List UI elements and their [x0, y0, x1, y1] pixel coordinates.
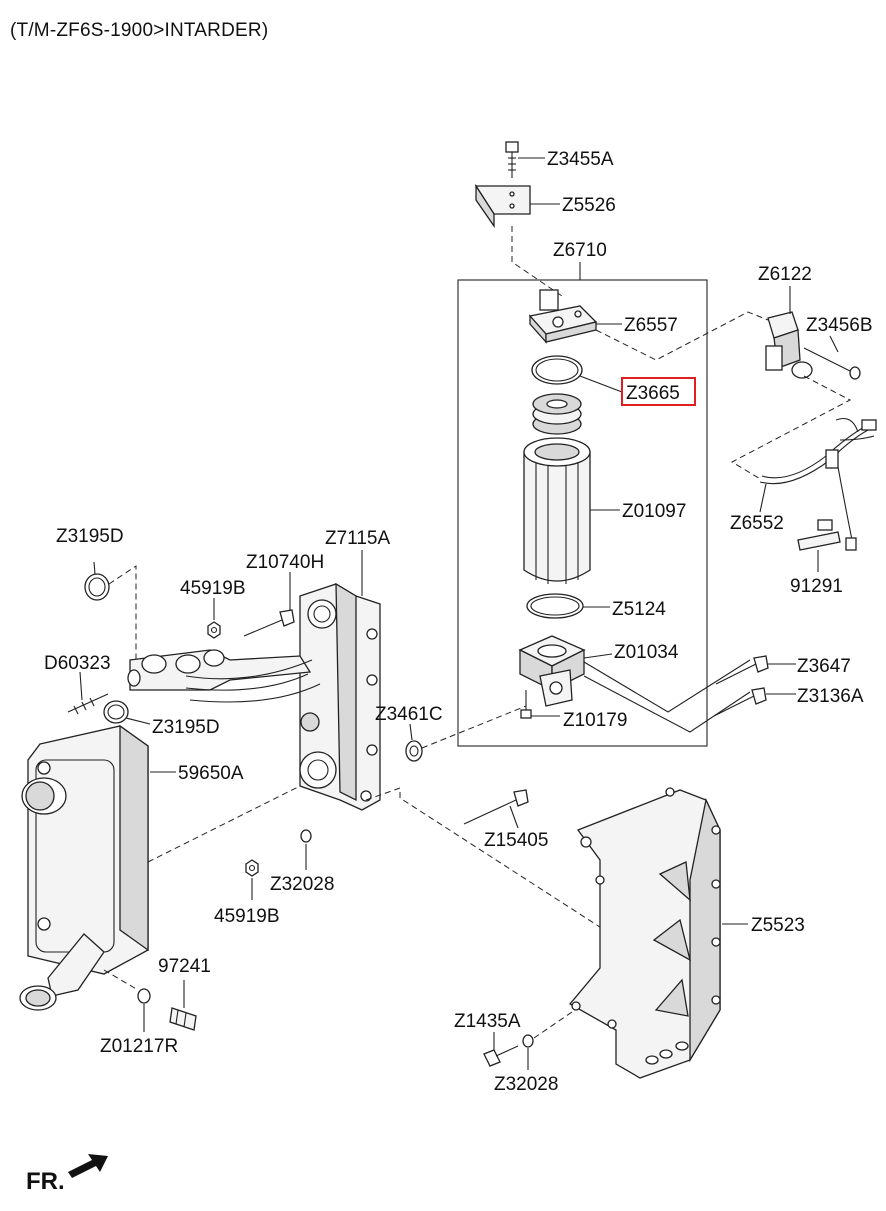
- dash-washer-housing: [421, 705, 527, 749]
- leader-z3665: [579, 375, 623, 393]
- label-45919b-bottom[interactable]: 45919B: [214, 906, 280, 927]
- oil-cooler-59650a-part[interactable]: [19, 724, 149, 1011]
- bolt-z3136a-part[interactable]: [713, 687, 767, 717]
- label-45919b-top[interactable]: 45919B: [180, 578, 246, 599]
- label-z5124[interactable]: Z5124: [612, 599, 666, 620]
- solenoid-z6122-part[interactable]: [765, 311, 813, 379]
- leader-z3195d-bottom: [125, 717, 151, 725]
- leader-d60323: [79, 671, 83, 701]
- label-z10740h[interactable]: Z10740H: [246, 552, 324, 573]
- bolt-z1435a-part[interactable]: [483, 1045, 519, 1067]
- assembly-box: [457, 279, 708, 747]
- label-z5523[interactable]: Z5523: [751, 915, 805, 936]
- washer-z32028-bottom-part[interactable]: [522, 1034, 534, 1048]
- stud-d60323-part[interactable]: [67, 693, 109, 715]
- label-91291[interactable]: 91291: [790, 576, 843, 597]
- dash-z3195d-top: [108, 565, 137, 688]
- label-z3665[interactable]: Z3665: [626, 383, 680, 404]
- bolt-z3456b-part[interactable]: [803, 347, 861, 380]
- label-z3195d-bottom[interactable]: Z3195D: [152, 717, 220, 738]
- label-z6710[interactable]: Z6710: [553, 240, 607, 261]
- bolt-z3455a-part[interactable]: [505, 141, 519, 178]
- clip-91291-part[interactable]: [797, 519, 841, 551]
- label-z01034[interactable]: Z01034: [614, 642, 679, 663]
- label-z3647[interactable]: Z3647: [797, 656, 851, 677]
- bolt-z10740h-part[interactable]: [243, 609, 295, 637]
- oring-z3665-part[interactable]: [531, 355, 583, 385]
- dash-bracket-panel: [365, 787, 621, 941]
- label-z3136a[interactable]: Z3136A: [797, 686, 864, 707]
- sensor-97241-part[interactable]: [169, 1007, 197, 1031]
- label-z1435a[interactable]: Z1435A: [454, 1011, 521, 1032]
- filter-z01097-part[interactable]: [523, 437, 591, 584]
- pipe-manifold-part[interactable]: [127, 649, 321, 703]
- washer-z3461c-part[interactable]: [405, 740, 423, 762]
- piston-spacer-part[interactable]: [532, 393, 582, 435]
- label-z3195d-top[interactable]: Z3195D: [56, 526, 124, 547]
- label-z3456b[interactable]: Z3456B: [806, 315, 873, 336]
- oring-z3195d-bottom-part[interactable]: [103, 700, 129, 724]
- bracket-z7115a-part[interactable]: [299, 582, 381, 811]
- front-arrow-icon: [68, 1154, 108, 1178]
- label-z01217r[interactable]: Z01217R: [100, 1036, 178, 1057]
- label-97241[interactable]: 97241: [158, 956, 211, 977]
- oring-z5124-part[interactable]: [526, 593, 584, 619]
- dash-cooler-bracket: [147, 785, 301, 863]
- label-z01097[interactable]: Z01097: [622, 501, 686, 522]
- panel-z5523-part[interactable]: [569, 787, 721, 1079]
- leader-z3461c: [409, 723, 413, 741]
- leader-z3456b: [829, 335, 839, 353]
- label-z15405[interactable]: Z15405: [484, 830, 548, 851]
- label-z6557[interactable]: Z6557: [624, 315, 678, 336]
- label-z3455a[interactable]: Z3455A: [547, 149, 614, 170]
- label-z5526[interactable]: Z5526: [562, 195, 616, 216]
- dash-housing-bolts: [583, 659, 751, 713]
- bracket-z5526-part[interactable]: [474, 183, 531, 229]
- label-59650a[interactable]: 59650A: [178, 763, 244, 784]
- dash-z6557-z6122: [595, 311, 769, 361]
- seal-z01217r-part[interactable]: [137, 988, 151, 1004]
- label-z6552[interactable]: Z6552: [730, 513, 784, 534]
- dash-washer-panel: [533, 1011, 573, 1039]
- nut-45919b-bottom-part[interactable]: [245, 859, 259, 877]
- label-z32028-left[interactable]: Z32028: [270, 874, 334, 895]
- nut-45919b-top-part[interactable]: [207, 621, 221, 639]
- valve-z6557-part[interactable]: [528, 289, 598, 344]
- label-z32028-bottom[interactable]: Z32028: [494, 1074, 558, 1095]
- leader-z6552: [759, 483, 767, 513]
- highlight-box-z3665: [621, 377, 696, 406]
- label-z3461c[interactable]: Z3461C: [375, 704, 443, 725]
- screw-z10179-part[interactable]: [520, 690, 532, 719]
- label-d60323[interactable]: D60323: [44, 653, 111, 674]
- dash-z5526-z6557: [511, 226, 563, 297]
- label-z6122[interactable]: Z6122: [758, 264, 812, 285]
- leader-z01034: [583, 653, 613, 659]
- dash-cooler-seal: [103, 969, 139, 991]
- dash-z6122-harness: [730, 375, 852, 481]
- label-z10179[interactable]: Z10179: [563, 710, 627, 731]
- page-title: (T/M-ZF6S-1900>INTARDER): [10, 20, 269, 41]
- leader-z15405: [509, 805, 519, 829]
- harness-z6552-part[interactable]: [759, 417, 877, 551]
- housing-z01034-part[interactable]: [518, 635, 586, 707]
- front-orientation-label: FR.: [26, 1168, 65, 1195]
- washer-z32028-left-part[interactable]: [300, 829, 312, 843]
- leader-z3195d-top: [93, 561, 96, 575]
- bolt-z3647-part[interactable]: [715, 655, 769, 685]
- bolt-z15405-part[interactable]: [463, 789, 529, 825]
- label-z7115a[interactable]: Z7115A: [325, 528, 390, 549]
